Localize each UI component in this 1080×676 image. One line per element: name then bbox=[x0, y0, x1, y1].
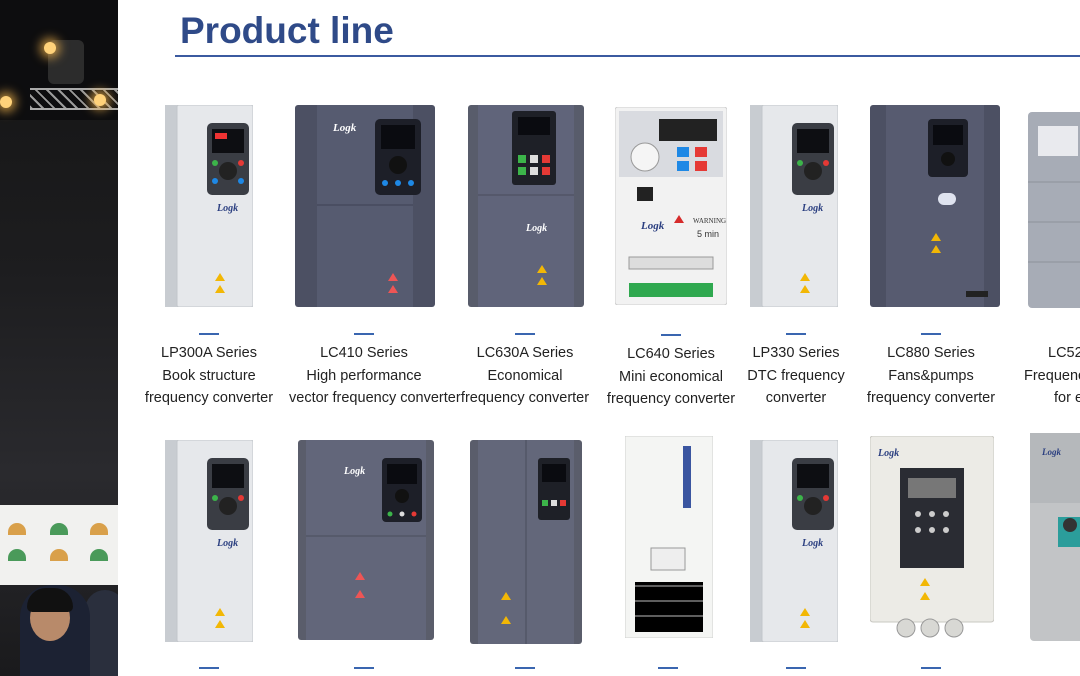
product-image-lc410: Logk bbox=[295, 105, 435, 307]
product-desc: frequency converter bbox=[866, 390, 996, 406]
product-caption-lc880: LC880 Series Fans&pumps frequency conver… bbox=[856, 342, 1006, 410]
brand-logo: Logk bbox=[877, 448, 899, 459]
title-rule bbox=[175, 55, 1080, 57]
product-image-lc630a: Logk bbox=[468, 105, 584, 307]
brand-logo: Logk bbox=[640, 220, 665, 232]
product-desc: Mini economical bbox=[619, 368, 723, 385]
product-caption-lp330: LP330 Series DTC frequency converter bbox=[721, 342, 871, 410]
product-image-row2-3 bbox=[470, 440, 582, 644]
product-image-row2-7: Logk bbox=[1030, 433, 1080, 641]
five-min-label: 5 min bbox=[697, 229, 719, 239]
brand-logo: Logk bbox=[343, 466, 365, 477]
product-image-lp330: Logk bbox=[750, 105, 838, 307]
product-image-row2-6: Logk bbox=[870, 436, 994, 642]
event-banner bbox=[0, 505, 118, 585]
caption-dash bbox=[661, 334, 681, 336]
product-image-row2-4 bbox=[625, 436, 713, 638]
product-desc: converter bbox=[765, 390, 827, 406]
product-image-lc880 bbox=[870, 105, 1000, 307]
product-image-row2-1: Logk bbox=[165, 440, 253, 642]
product-desc: frequency converter bbox=[144, 390, 274, 406]
event-photo bbox=[0, 0, 118, 676]
brand-logo: Logk bbox=[332, 122, 357, 134]
brand-logo: Logk bbox=[801, 203, 823, 214]
caption-dash bbox=[786, 667, 806, 669]
slide-title: Product line bbox=[180, 10, 394, 51]
caption-dash bbox=[199, 333, 219, 335]
caption-dash bbox=[199, 667, 219, 669]
product-desc: frequency converter bbox=[460, 390, 590, 406]
stage-lamp bbox=[0, 96, 12, 108]
product-series: LC410 Series bbox=[320, 345, 408, 361]
product-series: LC880 Series bbox=[887, 345, 975, 361]
product-caption-lp300a: LP300A Series Book structure frequency c… bbox=[134, 342, 284, 410]
product-desc: Frequenc bbox=[1024, 367, 1080, 384]
product-desc: frequency converter bbox=[606, 391, 736, 407]
product-desc: Economical bbox=[487, 367, 563, 384]
brand-logo: Logk bbox=[801, 538, 823, 549]
product-desc: High performance bbox=[306, 367, 422, 384]
product-image-lc52 bbox=[1028, 112, 1080, 308]
caption-dash bbox=[515, 333, 535, 335]
product-desc: vector frequency converter bbox=[289, 390, 461, 406]
product-desc: for e bbox=[1054, 390, 1080, 406]
caption-dash bbox=[354, 667, 374, 669]
product-series: LC640 Series bbox=[627, 346, 715, 362]
product-image-lc640: Logk WARNING 5 min bbox=[615, 107, 727, 305]
product-series: LP300A Series bbox=[161, 345, 257, 361]
caption-dash bbox=[786, 333, 806, 335]
caption-dash bbox=[921, 667, 941, 669]
brand-logo: Logk bbox=[216, 538, 238, 549]
product-series: LP330 Series bbox=[752, 345, 840, 361]
brand-logo: Logk bbox=[525, 223, 547, 234]
caption-dash bbox=[658, 667, 678, 669]
caption-dash bbox=[515, 667, 535, 669]
product-desc: Fans&pumps bbox=[888, 367, 974, 384]
product-image-row2-5: Logk bbox=[750, 440, 838, 642]
product-caption-lc640: LC640 Series Mini economical frequency c… bbox=[596, 343, 746, 411]
warning-label: WARNING bbox=[693, 217, 726, 225]
stage-lamp bbox=[94, 94, 106, 106]
product-image-lp300a: Logk bbox=[165, 105, 253, 307]
brand-logo: Logk bbox=[1041, 447, 1061, 457]
audience-hair bbox=[27, 588, 73, 612]
brand-logo: Logk bbox=[216, 203, 238, 214]
caption-dash bbox=[921, 333, 941, 335]
product-caption-lc410: LC410 Series High performance vector fre… bbox=[289, 342, 461, 410]
product-caption-lc630a: LC630A Series Economical frequency conve… bbox=[450, 342, 600, 410]
caption-dash bbox=[354, 333, 374, 335]
product-series: LC52 bbox=[1048, 345, 1080, 361]
audience-person bbox=[85, 590, 118, 676]
product-desc: Book structure bbox=[162, 367, 256, 384]
product-image-row2-2: Logk bbox=[298, 440, 434, 640]
stage-lamp bbox=[44, 42, 56, 54]
product-desc: DTC frequency bbox=[747, 367, 845, 384]
product-caption-lc52: LC52 Frequenc for e bbox=[1022, 342, 1080, 410]
product-series: LC630A Series bbox=[476, 345, 574, 361]
